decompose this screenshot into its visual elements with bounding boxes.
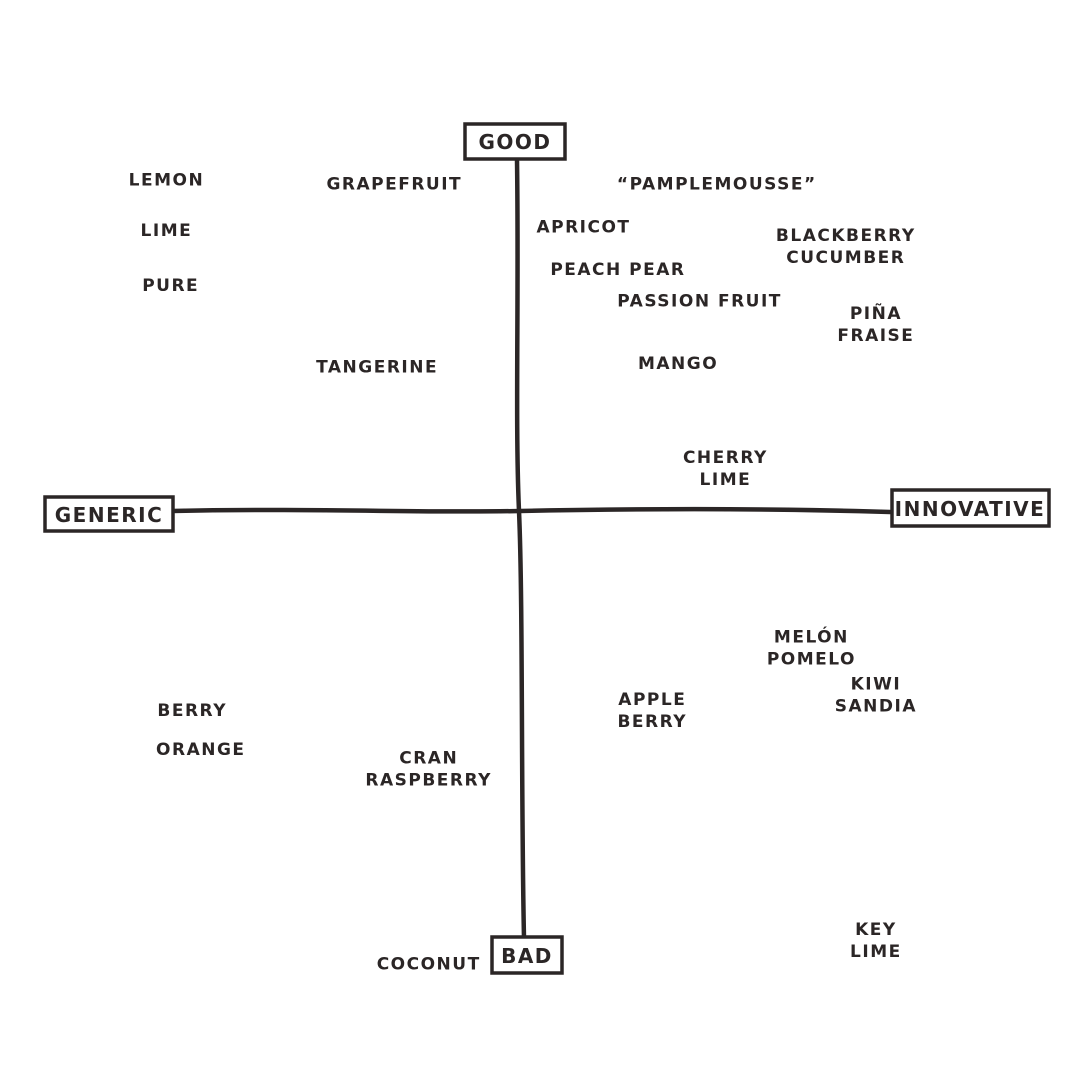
- axis-box-generic: [43, 495, 175, 533]
- flavor-label-line: APRICOT: [536, 217, 630, 237]
- flavor-label-line: CRAN: [399, 748, 458, 768]
- axis-text-generic: GENERIC: [55, 503, 164, 527]
- axis-label-bad: BAD: [490, 935, 564, 975]
- flavor-label-line: PURE: [142, 276, 199, 296]
- flavor-label-line: LIME: [850, 942, 902, 962]
- flavor-label: PEACH PEAR: [550, 260, 685, 280]
- flavor-label-line: MANGO: [638, 354, 718, 374]
- horizontal-axis-line: [169, 507, 893, 515]
- flavor-labels: LEMON LIME PURE GRAPEFRUIT TANGERINE “PAMPLEM…: [129, 171, 917, 975]
- flavor-label-line: ORANGE: [156, 740, 246, 760]
- axis-text-good: GOOD: [478, 130, 551, 154]
- flavor-label: MANGO: [638, 354, 718, 374]
- axis-label-generic: GENERIC: [43, 495, 175, 533]
- flavor-label-line: POMELO: [767, 650, 856, 670]
- vertical-axis-line: [514, 157, 527, 941]
- flavor-label-line: LIME: [141, 221, 193, 241]
- axis-box-innovative: [890, 488, 1051, 528]
- flavor-label: LIME: [141, 221, 193, 241]
- flavor-label-line: CUCUMBER: [786, 248, 905, 268]
- flavor-label-line: KIWI: [851, 674, 902, 694]
- flavor-label-line: MELÓN: [774, 626, 849, 648]
- flavor-label-line: TANGERINE: [316, 358, 438, 378]
- axis-box-bad: [490, 935, 564, 975]
- flavor-label-line: LEMON: [129, 171, 205, 191]
- flavor-label-line: RASPBERRY: [365, 770, 492, 790]
- flavor-label: GRAPEFRUIT: [326, 174, 462, 194]
- axis-label-innovative: INNOVATIVE: [890, 488, 1051, 528]
- flavor-label: LEMON: [129, 171, 205, 191]
- axis-text-bad: BAD: [501, 944, 553, 968]
- flavor-label: APRICOT: [536, 217, 630, 237]
- flavor-label-line: “PAMPLEMOUSSE”: [617, 174, 817, 194]
- flavor-label-line: KEY: [855, 920, 897, 940]
- flavor-label-line: FRAISE: [837, 326, 914, 346]
- flavor-label: “PAMPLEMOUSSE”: [617, 174, 817, 194]
- flavor-label-line: PASSION FRUIT: [617, 291, 782, 311]
- flavor-label: BERRY: [157, 701, 227, 721]
- axis-label-good: GOOD: [463, 122, 567, 161]
- axes: GOOD BAD GENERIC INNOVATIVE: [43, 122, 1051, 975]
- flavor-label: PASSION FRUIT: [617, 291, 782, 311]
- flavor-label-line: SANDIA: [835, 696, 917, 716]
- axis-text-innovative: INNOVATIVE: [895, 497, 1046, 521]
- flavor-label-line: PIÑA: [850, 301, 902, 324]
- flavor-label: PURE: [142, 276, 199, 296]
- flavor-label-line: APPLE: [618, 690, 686, 710]
- flavor-label-line: COCONUT: [377, 954, 481, 974]
- flavor-label-line: GRAPEFRUIT: [326, 174, 462, 194]
- axis-box-good: [463, 122, 567, 161]
- flavor-label-line: BLACKBERRY: [776, 226, 916, 246]
- flavor-label-line: LIME: [700, 470, 752, 490]
- flavor-label-line: BERRY: [617, 712, 687, 732]
- flavor-label: ORANGE: [156, 740, 246, 760]
- flavor-label-line: PEACH PEAR: [550, 260, 685, 280]
- flavor-label-line: BERRY: [157, 701, 227, 721]
- flavor-label-line: CHERRY: [683, 448, 768, 468]
- flavor-label: TANGERINE: [316, 358, 438, 378]
- flavor-label: COCONUT: [377, 954, 481, 974]
